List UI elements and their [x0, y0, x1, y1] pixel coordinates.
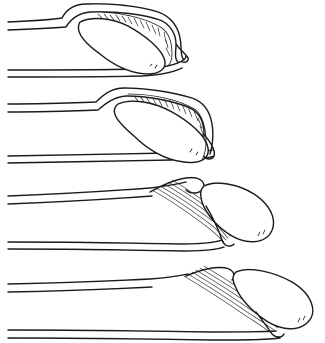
stage-3-drawing — [8, 178, 273, 251]
stage-2-drawing — [8, 88, 214, 163]
stage-3-bulb — [201, 183, 274, 242]
stage-4-lower-wall — [8, 330, 276, 332]
stage-3-inner-wall — [8, 196, 152, 204]
stage-4-drawing — [8, 266, 313, 340]
stage-1-drawing — [8, 4, 188, 77]
stage-3-lower-wall — [8, 240, 222, 244]
stage-3-sheath-outer — [150, 178, 204, 193]
stage-4-inner-wall — [8, 287, 152, 292]
stage-4-upper-wall — [8, 274, 188, 284]
stage-4-bulb — [233, 270, 313, 329]
stage-1-bulb — [78, 19, 165, 74]
stage-3-lower-wall-inner — [8, 247, 224, 251]
stage-4-lower-wall-inner — [8, 338, 280, 340]
